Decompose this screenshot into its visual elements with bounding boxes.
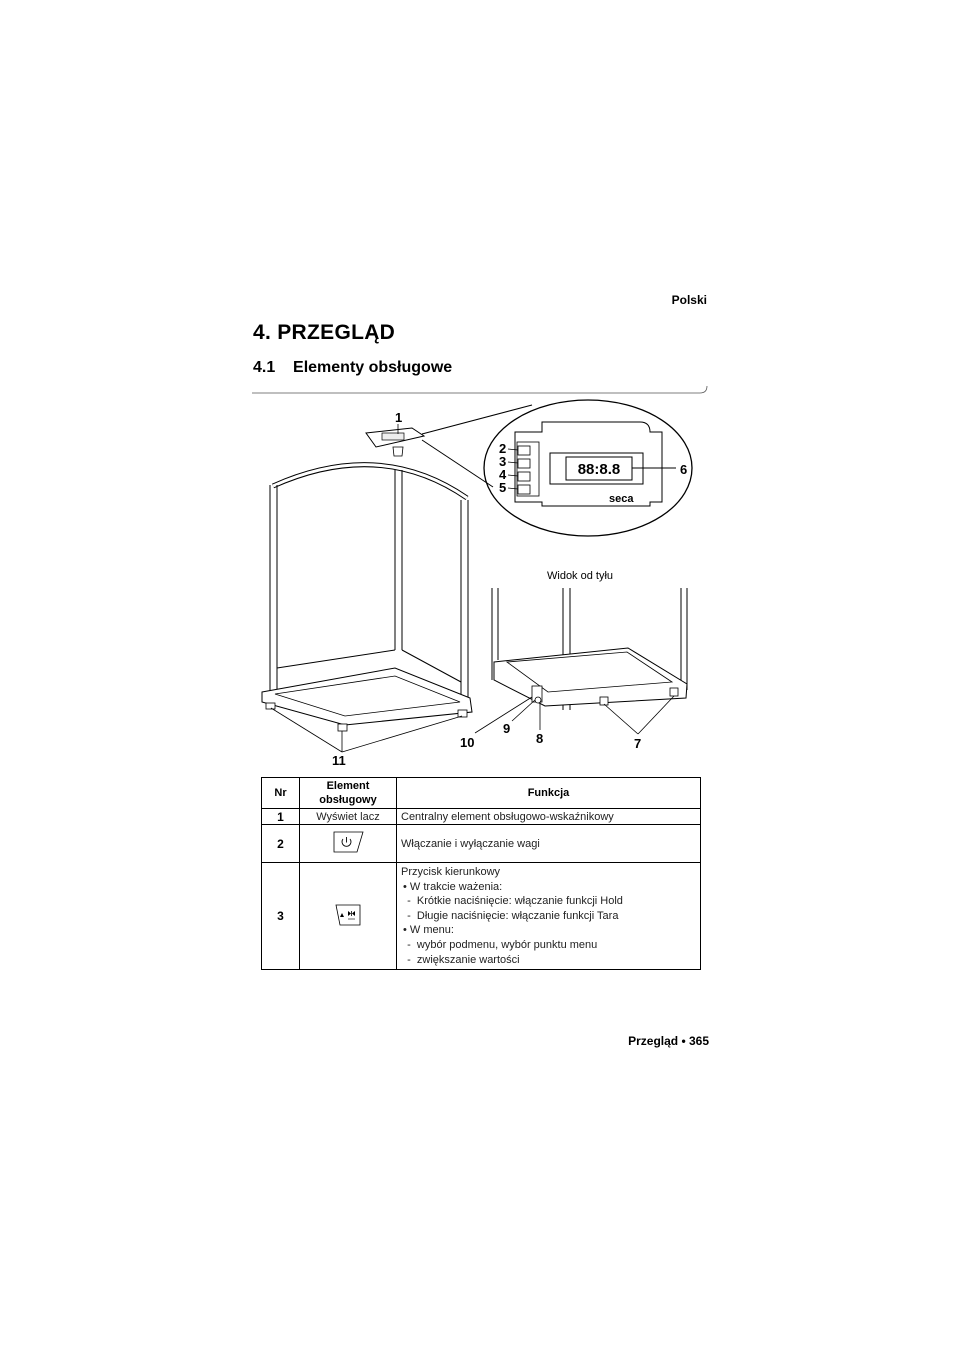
function-line: - Krótkie naciśnięcie: włączanie funkcji… — [401, 895, 623, 908]
row-nr: 2 — [261, 824, 300, 863]
callout-4: 4 — [499, 467, 507, 482]
callout-10: 10 — [460, 735, 474, 750]
header-function: Funkcja — [396, 777, 701, 809]
zoom-line-bottom — [421, 439, 494, 488]
callout-7: 7 — [634, 736, 641, 751]
page-footer: Przegląd • 365 — [628, 1034, 709, 1048]
table-row: 2 Włączanie i wyłączanie wagi — [261, 824, 701, 863]
button-2 — [517, 445, 531, 456]
power-button-icon — [333, 831, 364, 853]
language-label: Polski — [671, 293, 707, 307]
table-row: 1 Wyświet lacz Centralny element obsługo… — [261, 808, 701, 825]
header-nr: Nr — [261, 777, 300, 809]
function-line: • W trakcie ważenia: — [403, 880, 503, 893]
controls-table: Nr Element obsługowy Funkcja 1 Wyświet l… — [261, 777, 701, 971]
button-4 — [517, 471, 531, 482]
function-line: - zwiększanie wartości — [401, 953, 520, 966]
row-nr: 3 — [261, 861, 300, 971]
button-3 — [517, 458, 531, 469]
hold-tare-arrow-button-icon — [335, 904, 361, 925]
scale-figure: 88:8.8 seca Widok od tyłu 1 2 3 4 5 — [261, 399, 693, 768]
zoom-line-top — [421, 404, 533, 435]
display-digits: 88:8.8 — [578, 461, 621, 478]
header-element: Element obsługowy — [299, 777, 397, 809]
callout-6: 6 — [680, 462, 687, 477]
rear-platform — [493, 647, 688, 707]
table-row: 3 Przycisk kierunkowy • W trakcie ważeni… — [261, 861, 701, 971]
row-function: Włączanie i wyłączanie wagi — [396, 824, 701, 863]
rear-view-label: Widok od tyłu — [547, 570, 613, 582]
callout-2: 2 — [499, 441, 506, 456]
callout-3: 3 — [499, 454, 506, 469]
chapter-title: 4. PRZEGLĄD — [253, 321, 396, 344]
section-rule — [252, 385, 708, 394]
function-line: - Długie naciśnięcie: włączanie funkcji … — [401, 909, 619, 922]
button-5 — [517, 484, 531, 495]
function-line: Przycisk kierunkowy — [401, 866, 501, 878]
row-nr: 1 — [261, 808, 300, 825]
table-header-row: Nr Element obsługowy Funkcja — [261, 777, 701, 809]
callout-8: 8 — [536, 731, 543, 746]
platform — [261, 667, 473, 726]
callout-9: 9 — [503, 721, 510, 736]
section-title: 4.1 Elementy obsługowe — [253, 359, 453, 376]
callout-11: 11 — [332, 753, 346, 768]
brand-logo: seca — [609, 493, 634, 505]
function-line: • W menu: — [403, 924, 454, 937]
function-line: - wybór podmenu, wybór punktu menu — [401, 938, 598, 951]
callout-5: 5 — [499, 480, 506, 495]
row-element: Wyświet lacz — [299, 808, 397, 825]
row-function: Centralny element obsługowo-wskaźnikowy — [396, 808, 701, 825]
button-column — [516, 441, 540, 497]
callout-1: 1 — [395, 410, 402, 425]
